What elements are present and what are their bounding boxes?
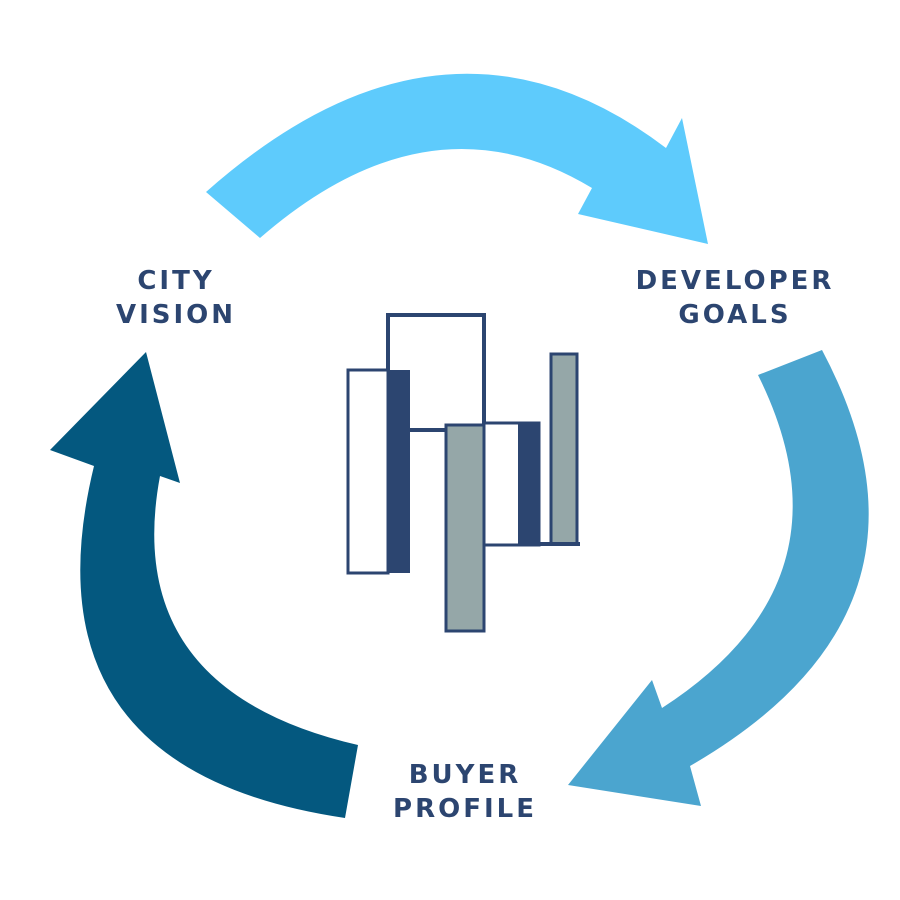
label-developer-goals: DEVELOPER GOALS <box>610 264 860 332</box>
building-gray-right <box>549 352 579 546</box>
city-buildings-icon <box>346 313 580 633</box>
label-developer-goals-line1: DEVELOPER <box>635 266 835 296</box>
label-buyer-profile-line1: BUYER <box>408 760 522 790</box>
building-mid-right-shadow <box>518 423 540 545</box>
label-city-vision-line2: VISION <box>115 300 237 330</box>
building-left <box>346 368 390 575</box>
building-left-shadow <box>388 370 410 573</box>
arrow-right-icon <box>568 350 869 806</box>
label-buyer-profile: BUYER PROFILE <box>370 758 560 826</box>
label-developer-goals-line2: GOALS <box>678 300 792 330</box>
label-city-vision: CITY VISION <box>96 264 256 332</box>
building-gray-middle <box>444 423 486 633</box>
arrow-left-icon <box>50 352 358 818</box>
label-buyer-profile-line2: PROFILE <box>393 794 537 824</box>
arrow-top-icon <box>206 73 708 244</box>
label-city-vision-line1: CITY <box>137 266 215 296</box>
